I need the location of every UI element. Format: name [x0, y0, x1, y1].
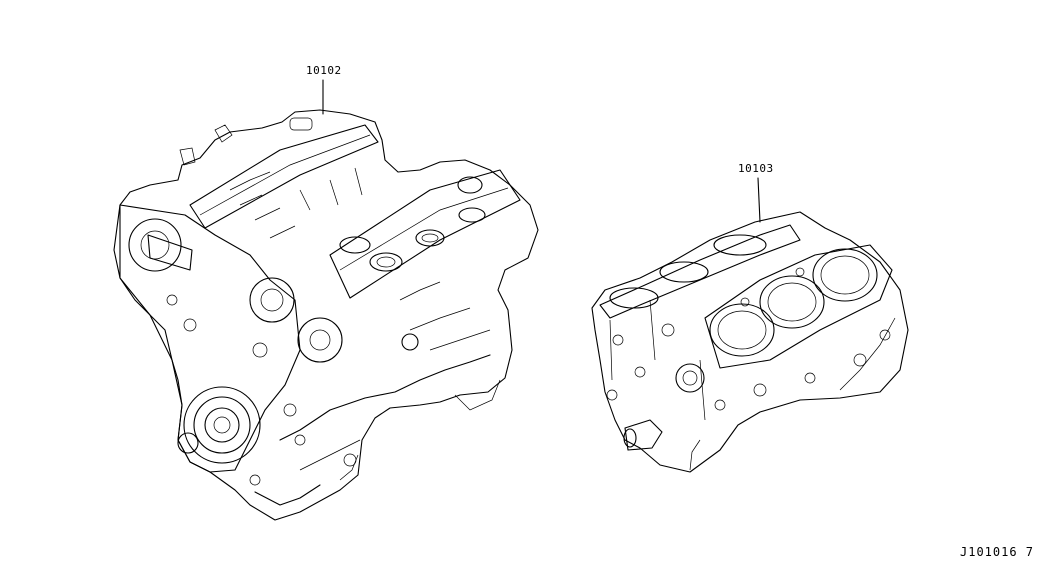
complete-engine-assembly-drawing	[113, 79, 539, 521]
diagram-reference-code: J101016 7	[960, 545, 1035, 559]
leader-line-10103	[757, 177, 761, 223]
part-number-callout-10103: 10103	[738, 162, 774, 175]
short-block-assembly-drawing	[591, 177, 909, 473]
part-number-callout-10102: 10102	[306, 64, 342, 77]
